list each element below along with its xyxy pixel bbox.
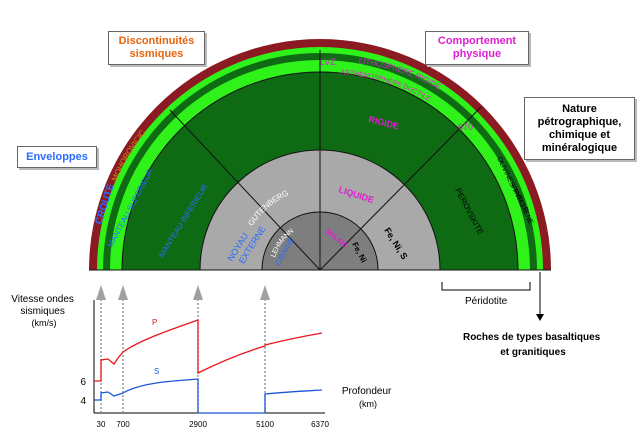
p-wave-label: P (152, 318, 157, 327)
graph-y-label: Vitesse ondes sismiques (km/s) (11, 294, 76, 328)
discontinuity-arrow-2 (193, 285, 203, 300)
box-discontinuites: Discontinuités sismiques (108, 31, 205, 65)
crust-arrow-head (536, 314, 544, 321)
p-wave-series (94, 319, 323, 382)
box-comportement: Comportement physique (425, 31, 529, 65)
box-comportement-line2: physique (452, 48, 502, 60)
box-enveloppes: Enveloppes (17, 146, 97, 168)
label-peridotite: Péridotite (465, 296, 508, 307)
box-comportement-line1: Comportement (437, 35, 517, 47)
box-enveloppes-text: Enveloppes (26, 150, 88, 163)
box-nature-line3: chimique et (548, 128, 611, 141)
x-tick-5100: 5100 (256, 420, 274, 429)
divider-left (169, 109, 321, 271)
x-tick-2900: 2900 (189, 420, 207, 429)
box-discontinuites-line1: Discontinuités (118, 35, 195, 47)
label-roches: Roches de types basaltiques et granitiqu… (463, 332, 603, 358)
divider-right (319, 106, 482, 271)
s-wave-label: S (154, 367, 159, 376)
s-wave-series (94, 378, 323, 414)
box-nature-line4: minéralogique (541, 141, 618, 154)
box-discontinuites-line2: sismiques (129, 48, 184, 60)
box-nature: Nature pétrographique, chimique et minér… (524, 97, 635, 160)
label-lvz: LVZ (320, 57, 336, 67)
label-670: 670 (458, 122, 473, 132)
x-tick-6370: 6370 (311, 420, 329, 429)
x-tick-30: 30 (97, 420, 106, 429)
box-nature-line1: Nature (562, 102, 597, 115)
velocity-graph: 6 4 30 700 2900 5100 6370 P S Vitesse ondes si… (11, 285, 394, 429)
discontinuity-arrow-0 (96, 285, 106, 300)
peridotite-bracket (441, 282, 531, 291)
y-tick-6: 6 (80, 377, 86, 388)
x-tick-700: 700 (116, 420, 130, 429)
y-tick-4: 4 (80, 396, 86, 407)
discontinuity-arrow-3 (260, 285, 270, 300)
graph-x-label: Profondeur (km) (342, 386, 394, 409)
box-nature-line2: pétrographique, (537, 115, 622, 128)
discontinuity-arrow-1 (118, 285, 128, 300)
